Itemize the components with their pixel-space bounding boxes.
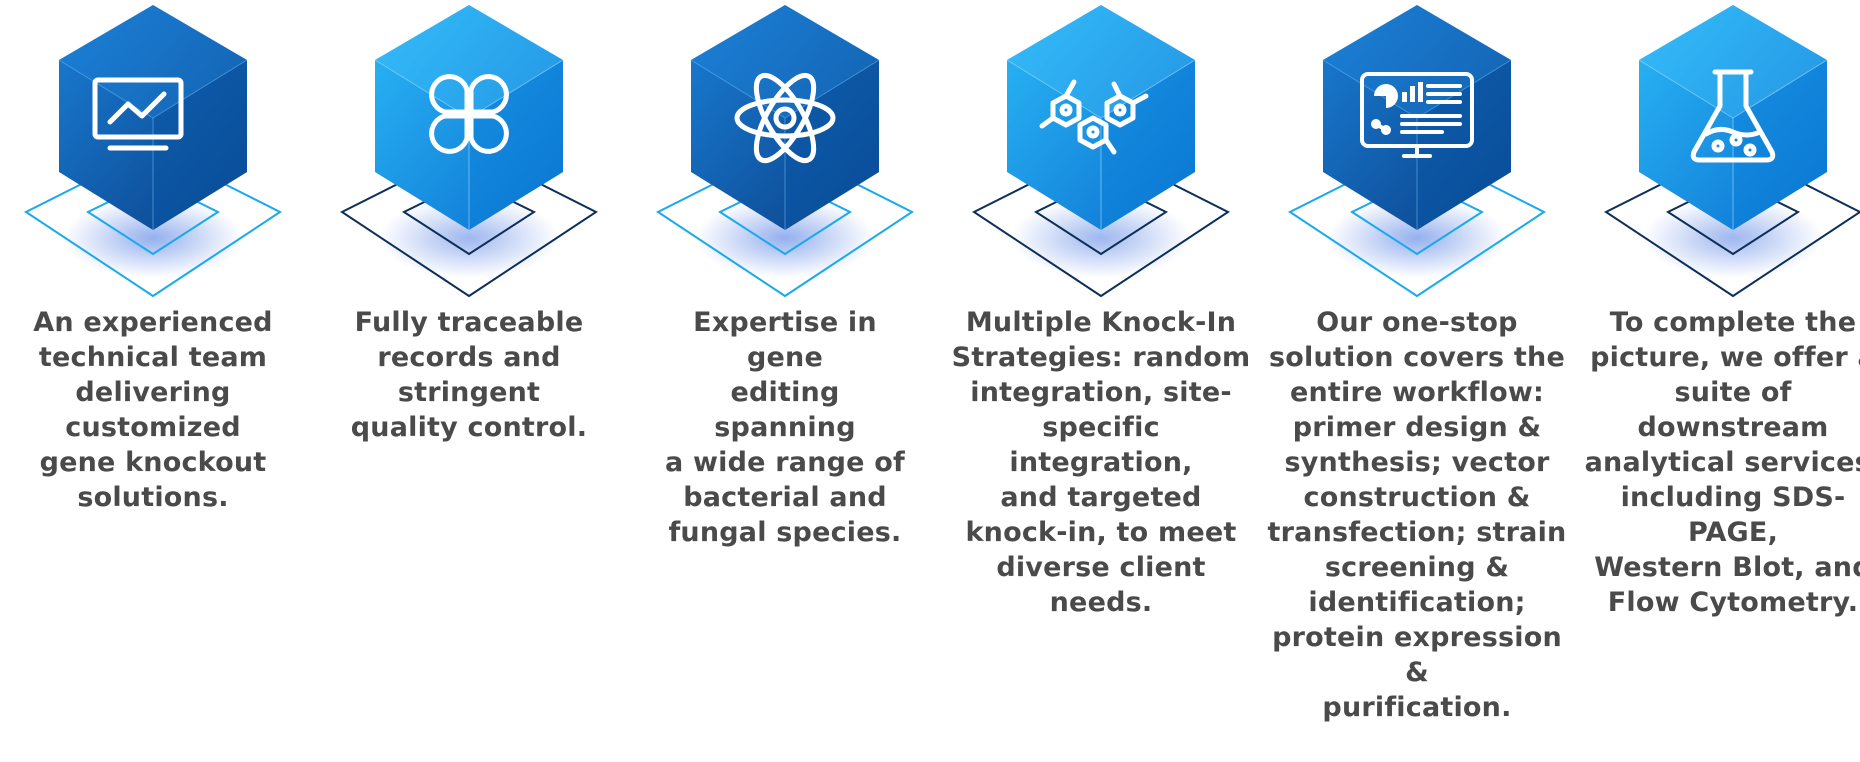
caption-line: bacterial and: [683, 482, 887, 513]
caption-line: transfection; strain: [1267, 517, 1567, 548]
caption-line: Strategies: random: [951, 342, 1251, 373]
feature-item-traceable: Fully traceable records and stringent qu…: [314, 0, 624, 762]
caption-line: protein expression &: [1272, 622, 1562, 688]
hexagon-badge: [946, 0, 1256, 310]
caption-line: synthesis; vector: [1284, 447, 1550, 478]
caption-line: identification;: [1308, 587, 1526, 618]
four-petal-flower-icon: [429, 74, 509, 154]
caption-line: gene knockout: [39, 447, 267, 478]
caption-line: specific integration,: [1009, 412, 1193, 478]
feature-caption: Expertise in gene editing spanning a wid…: [655, 305, 915, 550]
feature-item-knock-in: Multiple Knock-In Strategies: random int…: [946, 0, 1256, 762]
caption-line: entire workflow:: [1290, 377, 1544, 408]
feature-item-expertise: Expertise in gene editing spanning a wid…: [630, 0, 940, 762]
caption-line: quality control.: [350, 412, 588, 443]
caption-line: Our one-stop: [1316, 307, 1518, 338]
caption-line: Western Blot, and: [1594, 552, 1860, 583]
caption-line: Expertise in gene: [693, 307, 877, 373]
caption-line: integration, site-: [970, 377, 1232, 408]
caption-line: purification.: [1322, 692, 1512, 723]
monitor-chart-icon: [92, 77, 184, 151]
feature-caption: Our one-stop solution covers the entire …: [1267, 305, 1567, 725]
hexagon-badge: [1578, 0, 1860, 310]
caption-line: solution covers the: [1269, 342, 1565, 373]
caption-line: screening &: [1324, 552, 1510, 583]
dashboard-monitor-icon: [1360, 72, 1474, 158]
caption-line: suite of downstream: [1637, 377, 1829, 443]
atom-icon: [734, 72, 836, 164]
caption-line: including SDS-PAGE,: [1620, 482, 1846, 548]
hexagon-badge: [314, 0, 624, 310]
caption-line: Fully traceable: [354, 307, 584, 338]
caption-line: Multiple Knock-In: [965, 307, 1237, 338]
hexagon-badge: [1262, 0, 1572, 310]
hexagon-badge: [630, 0, 940, 310]
feature-caption: To complete the picture, we offer a suit…: [1583, 305, 1860, 620]
molecule-structure-icon: [1039, 79, 1149, 155]
feature-item-downstream: To complete the picture, we offer a suit…: [1578, 0, 1860, 762]
caption-line: solutions.: [77, 482, 229, 513]
caption-line: An experienced: [33, 307, 273, 338]
caption-line: To complete the: [1609, 307, 1857, 338]
caption-line: and targeted: [1000, 482, 1202, 513]
caption-line: Flow Cytometry.: [1607, 587, 1859, 618]
feature-caption: Multiple Knock-In Strategies: random int…: [951, 305, 1251, 620]
hexagon-badge: [0, 0, 308, 310]
flask-icon: [1690, 69, 1776, 163]
caption-line: technical team: [38, 342, 268, 373]
caption-line: delivering: [75, 377, 231, 408]
caption-line: construction &: [1303, 482, 1531, 513]
caption-line: a wide range of: [665, 447, 905, 478]
caption-line: customized: [65, 412, 241, 443]
feature-caption: An experienced technical team delivering…: [15, 305, 291, 515]
caption-line: fungal species.: [668, 517, 902, 548]
feature-item-one-stop: Our one-stop solution covers the entire …: [1262, 0, 1572, 762]
feature-caption: Fully traceable records and stringent qu…: [314, 305, 624, 445]
caption-line: editing spanning: [714, 377, 856, 443]
caption-line: analytical services,: [1584, 447, 1860, 478]
feature-item-knockout: An experienced technical team delivering…: [0, 0, 308, 762]
caption-line: picture, we offer a: [1590, 342, 1860, 373]
caption-line: knock-in, to meet: [965, 517, 1237, 548]
caption-line: records and stringent: [377, 342, 561, 408]
caption-line: diverse client needs.: [996, 552, 1206, 618]
caption-line: primer design &: [1292, 412, 1542, 443]
